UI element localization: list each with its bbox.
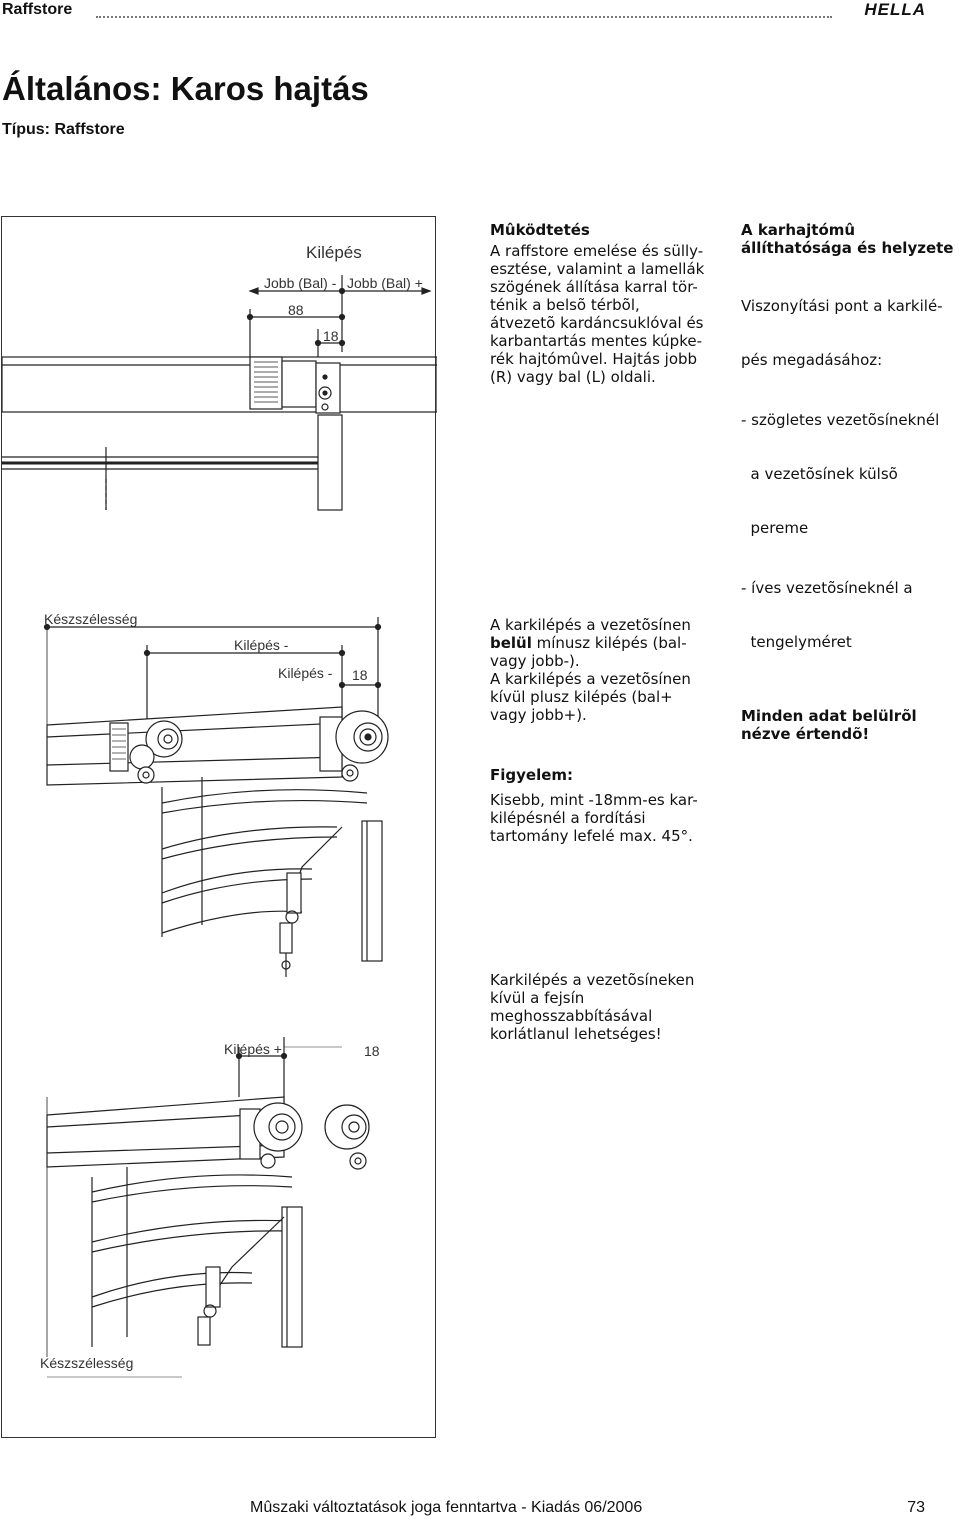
section-mukodtetes: Mûködtetés A raffstore emelése és sülly-… bbox=[490, 221, 720, 386]
karhajtomu-heading-1: A karhajtómû bbox=[741, 221, 856, 239]
figyelem-heading: Figyelem: bbox=[490, 766, 574, 784]
page-title: Általános: Karos hajtás bbox=[2, 70, 369, 107]
karkilepes-bold-word: belül bbox=[490, 634, 532, 652]
footer-text: Mûszaki változtatások joga fenntartva - … bbox=[250, 1499, 643, 1516]
mukodtetes-line: A raffstore emelése és sülly- bbox=[490, 242, 704, 260]
section-karkilepes: A karkilépés a vezetõsínen belül mínusz … bbox=[490, 616, 730, 724]
mukodtetes-line: (R) vagy bal (L) oldali. bbox=[490, 368, 656, 386]
mukodtetes-line: átvezetõ kardáncsuklóval és bbox=[490, 314, 704, 332]
fejsin-line: kívül a fejsín bbox=[490, 989, 585, 1007]
figyelem-line: kilépésnél a fordítási bbox=[490, 809, 646, 827]
figure-frame: Kilépés Jobb (Bal) - Jobb (Bal) + 88 18 … bbox=[1, 216, 437, 1438]
page-number: 73 bbox=[907, 1499, 925, 1516]
mukodtetes-line: karbantartás mentes kúpke- bbox=[490, 332, 702, 350]
hella-logo: HELLA bbox=[864, 0, 926, 19]
karhajtomu-line: - szögletes vezetõsíneknél bbox=[741, 411, 940, 429]
fig1-right-label: Jobb (Bal) + bbox=[347, 275, 423, 291]
section-karhajtomu: A karhajtómû állíthatósága és helyzete V… bbox=[741, 221, 959, 743]
header-dotted-rule bbox=[96, 16, 832, 18]
fejsin-line: meghosszabbításával bbox=[490, 1007, 653, 1025]
karhajtomu-note-1: Minden adat belülrõl bbox=[741, 707, 917, 725]
karhajtomu-heading-2: állíthatósága és helyzete bbox=[741, 239, 954, 257]
mukodtetes-line: esztése, valamint a lamellák bbox=[490, 260, 705, 278]
karhajtomu-line: tengelyméret bbox=[741, 633, 852, 651]
section-fejsin: Karkilépés a vezetõsíneken kívül a fejsí… bbox=[490, 971, 730, 1043]
figure-3-drawing bbox=[46, 1037, 370, 1378]
fejsin-line: Karkilépés a vezetõsíneken bbox=[490, 971, 695, 989]
fig2-dim-18: 18 bbox=[352, 667, 368, 683]
section-figyelem: Figyelem: Kisebb, mint -18mm-es kar- kil… bbox=[490, 766, 730, 845]
karkilepes-line: kívül plusz kilépés (bal+ bbox=[490, 688, 673, 706]
header-brand: Raffstore bbox=[2, 1, 73, 18]
fig3-step-label: Kilépés + bbox=[224, 1041, 282, 1057]
mukodtetes-line: ténik a belsõ térbõl, bbox=[490, 296, 640, 314]
fig2-width-label: Készszélesség bbox=[44, 611, 138, 627]
fig2-step-label: Kilépés - bbox=[234, 637, 289, 653]
figyelem-line: Kisebb, mint -18mm-es kar- bbox=[490, 791, 698, 809]
page-subtitle: Típus: Raffstore bbox=[2, 121, 125, 138]
karhajtomu-note-2: nézve értendõ! bbox=[741, 725, 870, 743]
fig2-step-label-inner: Kilépés - bbox=[278, 665, 333, 681]
figure-2-drawing bbox=[43, 617, 389, 977]
fig1-left-label: Jobb (Bal) - bbox=[264, 275, 337, 291]
technical-drawings bbox=[2, 275, 437, 1378]
karhajtomu-line: - íves vezetõsíneknél a bbox=[741, 579, 913, 597]
karhajtomu-line: a vezetõsínek külsõ bbox=[741, 465, 898, 483]
karhajtomu-line: pés megadásához: bbox=[741, 351, 883, 369]
karkilepes-line: vagy jobb-). bbox=[490, 652, 580, 670]
karkilepes-line: vagy jobb+). bbox=[490, 706, 587, 724]
fejsin-line: korlátlanul lehetséges! bbox=[490, 1025, 662, 1043]
karkilepes-line: A karkilépés a vezetõsínen bbox=[490, 616, 691, 634]
fig1-heading: Kilépés bbox=[306, 243, 362, 262]
figure-1-drawing bbox=[2, 275, 437, 511]
karkilepes-line-2: belül mínusz kilépés (bal- bbox=[490, 634, 730, 652]
fig1-dim-88: 88 bbox=[288, 302, 304, 318]
figyelem-line: tartomány lefelé max. 45°. bbox=[490, 827, 693, 845]
mukodtetes-heading: Mûködtetés bbox=[490, 221, 590, 239]
fig3-dim-18: 18 bbox=[364, 1043, 380, 1059]
karkilepes-line: A karkilépés a vezetõsínen bbox=[490, 670, 691, 688]
karkilepes-line-2-rest: mínusz kilépés (bal- bbox=[531, 634, 687, 652]
mukodtetes-line: rék hajtómûvel. Hajtás jobb bbox=[490, 350, 698, 368]
mukodtetes-line: szögének állítása karral tör- bbox=[490, 278, 698, 296]
karhajtomu-line: pereme bbox=[741, 519, 809, 537]
karhajtomu-line: Viszonyítási pont a karkilé- bbox=[741, 297, 943, 315]
fig1-dim-18: 18 bbox=[323, 328, 339, 344]
fig3-width-label: Készszélesség bbox=[40, 1355, 134, 1371]
